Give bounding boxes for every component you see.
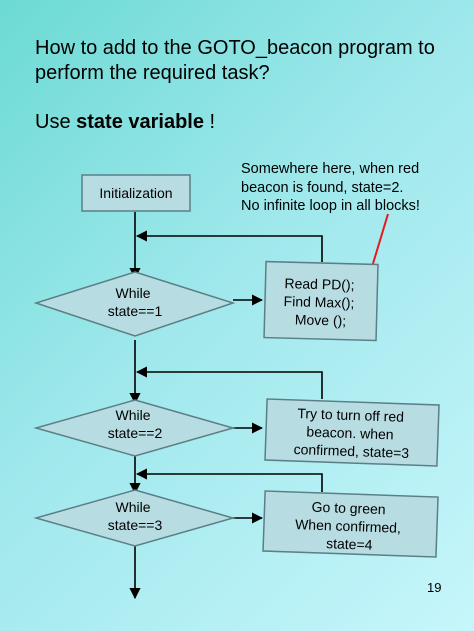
decision-state2-line1: While [116,407,151,423]
arrow-action2-back [135,366,323,399]
note-line: Somewhere here, when red [241,161,420,177]
slide-subtitle: Use state variable ! [35,110,215,135]
decision-state3-line2: state==3 [108,517,163,533]
action3-line1: Go to green [311,499,385,518]
slide-title: How to add to the GOTO_beacon program to… [35,37,435,84]
arrow-action1-back [135,230,323,262]
decision-state2 [33,399,236,457]
action3-line3: state=4 [326,535,373,553]
init-label: Initialization [99,185,172,201]
decision-state2-line2: state==2 [108,425,163,441]
arrow-action3-back [135,468,323,492]
note-line: beacon is found, state=2. [241,179,404,196]
action2-line2: beacon. when [306,423,394,442]
action2-line1: Try to turn off red [297,405,404,425]
action-turn-off-red [264,398,440,467]
decision-state3 [33,489,236,547]
svg-text:Go to green When confirm: Go to green When confirmed, state=4 [294,498,405,554]
svg-text:While state==2: While state==2 [108,407,163,441]
action2-line3: confirmed, state=3 [293,441,409,461]
use-suffix: ! [203,111,216,133]
action1-line1: Read PD(); [284,275,354,293]
decision-state3-line1: While [116,499,151,515]
action1-line2: Find Max(); [283,293,354,311]
decision-state1 [33,271,236,337]
init-box [81,174,191,212]
svg-text:Read PD(); Find Max();: Read PD(); Find Max(); Move (); [283,275,359,329]
svg-text:Try to turn off red beac: Try to turn off red beacon. when confirm… [293,405,411,461]
page-number: 19 [427,580,442,595]
action-read-pd [263,260,379,342]
state-variable-emphasis: state variable [76,111,204,133]
decision-state1-line2: state==1 [108,303,163,319]
svg-text:While state==3: While state==3 [108,499,163,533]
note-line: No infinite loop in all blocks! [241,198,420,214]
note-text: Somewhere here, when red beacon is found… [241,160,456,216]
use-prefix: Use [35,111,77,133]
action1-line3: Move (); [295,311,347,328]
action3-line2: When confirmed, [295,516,401,536]
svg-text:While state==1: While state==1 [108,285,163,319]
decision-state1-line1: While [116,285,151,301]
action-go-to-green [262,490,439,558]
